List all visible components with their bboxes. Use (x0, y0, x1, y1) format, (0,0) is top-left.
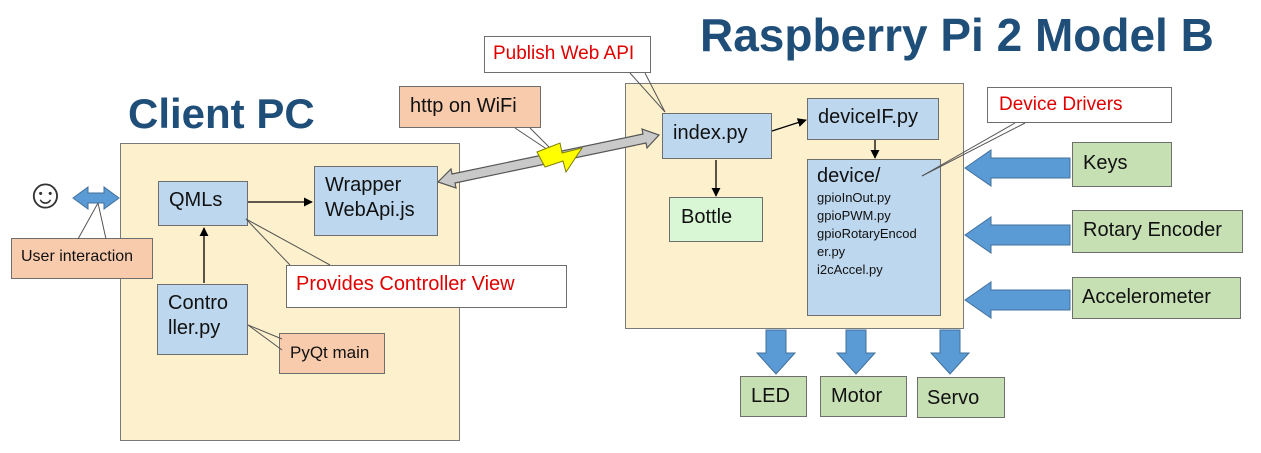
user-interaction-label: User interaction (11, 238, 153, 279)
device-file: er.py (817, 243, 846, 259)
pyqt-main-pointer-2 (247, 324, 283, 351)
index-py-box: index.py (662, 113, 772, 159)
deviceif-py-box: deviceIF.py (807, 98, 939, 140)
keys-input-box: Keys (1072, 142, 1172, 187)
led-output-arrow (755, 329, 797, 375)
publish-web-api-callout: Publish Web API (484, 36, 651, 73)
client-pc-title: Client PC (128, 90, 315, 137)
accelerometer-input-box: Accelerometer (1072, 277, 1241, 319)
wrapper-webapi-box: Wrapper WebApi.js (314, 166, 438, 236)
user-smiley-icon: ☺ (24, 170, 67, 217)
controller-box: Contro ller.py (157, 284, 248, 355)
drivers-pointer-2 (921, 122, 1026, 177)
user-interaction-double-arrow (72, 186, 120, 210)
provides-view-pointer-2 (245, 218, 331, 266)
device-file: gpioRotaryEncod (817, 225, 917, 241)
led-output-box: LED (740, 376, 807, 417)
rotary-encoder-input-arrow (964, 216, 1071, 254)
device-drivers-callout: Device Drivers (987, 87, 1172, 123)
qmls-box: QMLs (158, 181, 248, 226)
wifi-lightning-icon (536, 142, 584, 174)
accelerometer-input-arrow (964, 281, 1071, 319)
device-file: gpioInOut.py (817, 190, 891, 205)
pyqt-main-pointer-1 (247, 324, 283, 340)
raspberry-pi-title: Raspberry Pi 2 Model B (700, 9, 1214, 61)
bottle-box: Bottle (669, 197, 763, 242)
publish-pointer-2 (629, 72, 666, 113)
index-to-deviceif-arrow (771, 118, 807, 132)
http-pointer-2 (529, 127, 553, 151)
motor-output-box: Motor (820, 376, 907, 417)
http-pointer-1 (514, 127, 549, 151)
device-file: i2cAccel.py (817, 261, 883, 277)
keys-input-arrow (964, 149, 1071, 187)
pyqt-main-label: PyQt main (279, 333, 385, 374)
user-interaction-pointer-1 (77, 202, 99, 240)
device-folder-name: device/ (817, 165, 881, 187)
motor-output-arrow (835, 329, 877, 375)
http-on-wifi-label: http on WiFi (399, 86, 541, 128)
publish-pointer-1 (644, 72, 666, 113)
servo-output-arrow (929, 329, 971, 375)
provides-view-pointer-1 (245, 218, 291, 266)
device-folder-box: device/ gpioInOut.py gpioPWM.py gpioRota… (807, 159, 941, 316)
device-file: gpioPWM.py (817, 207, 891, 223)
rotary-encoder-input-box: Rotary Encoder (1072, 210, 1243, 253)
drivers-pointer-1 (921, 122, 1016, 177)
servo-output-box: Servo (917, 377, 1005, 418)
provides-controller-view-callout: Provides Controller View (286, 265, 567, 308)
user-interaction-pointer-2 (97, 202, 107, 240)
